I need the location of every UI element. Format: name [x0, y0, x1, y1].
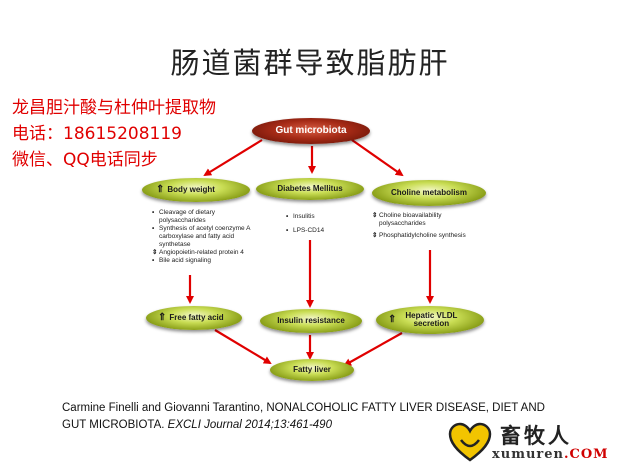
node-label: Gut microbiota [275, 124, 347, 136]
citation: Carmine Finelli and Giovanni Tarantino, … [62, 400, 562, 434]
ad-line-wechat: 微信、QQ电话同步 [12, 150, 158, 170]
watermark-en: xumuren.COM [492, 447, 609, 462]
list-body-weight: •Cleavage of dietary polysaccharides •Sy… [152, 209, 262, 265]
list-choline: ⇕Choline bioavailability polysaccharides… [372, 212, 480, 240]
up-arrow-icon: ⇑ [388, 313, 397, 325]
node-label: Body weight [167, 184, 215, 194]
heart-logo-icon [448, 422, 492, 462]
node-fatty-liver: Fatty liver [270, 359, 354, 381]
node-label: Choline metabolism [390, 187, 467, 197]
list-item: ⇕Angiopoietin-related protein 4 [152, 249, 244, 256]
list-item: •Insulitis [286, 213, 315, 220]
list-item: •Bile acid signaling [152, 257, 212, 264]
up-arrow-icon: ⇑ [158, 311, 167, 323]
list-diabetes: •Insulitis •LPS-CD14 [286, 213, 366, 235]
page-title: 肠道菌群导致脂肪肝 [170, 46, 450, 80]
arrow-gut-to-choline [351, 139, 404, 177]
node-gut-microbiota: Gut microbiota [252, 118, 370, 144]
node-hepatic-vldl-secretion: ⇑ Hepatic VLDL secretion [376, 306, 484, 334]
node-label: Fatty liver [293, 364, 331, 374]
arrow-ffa-to-fatty-liver [214, 329, 272, 365]
node-free-fatty-acid: ⇑ Free fatty acid [146, 306, 242, 330]
arrow-vldl-to-fatty-liver [343, 332, 403, 366]
watermark-logo: 畜牧人 xumuren.COM [448, 420, 618, 465]
node-label: Insulin resistance [277, 315, 345, 325]
node-diabetes-mellitus: Diabetes Mellitus [256, 178, 364, 200]
node-choline-metabolism: Choline metabolism [372, 180, 486, 206]
node-body-weight: ⇑ Body weight [142, 178, 250, 202]
up-arrow-icon: ⇑ [156, 183, 165, 195]
node-label: Hepatic VLDL secretion [405, 310, 458, 328]
ad-line-product: 龙昌胆汁酸与杜仲叶提取物 [12, 98, 216, 118]
list-item: ⇕Choline bioavailability polysaccharides [372, 212, 442, 227]
node-label: Free fatty acid [169, 312, 224, 322]
citation-journal: EXCLI Journal 2014;13:461-490 [167, 419, 332, 431]
ad-line-phone: 电话：18615208119 [12, 124, 182, 144]
list-item: •LPS-CD14 [286, 227, 325, 234]
list-item: •Synthesis of acetyl coenzyme A carboxyl… [152, 225, 251, 248]
node-insulin-resistance: Insulin resistance [260, 309, 362, 333]
list-item: ⇕Phosphatidylcholine synthesis [372, 232, 466, 239]
watermark-cn: 畜牧人 [500, 424, 572, 448]
citation-authors: Carmine Finelli and Giovanni Tarantino, … [62, 402, 545, 431]
node-label: Diabetes Mellitus [277, 183, 343, 193]
arrow-gut-to-body-weight [203, 139, 263, 177]
list-item: •Cleavage of dietary polysaccharides [152, 209, 216, 224]
